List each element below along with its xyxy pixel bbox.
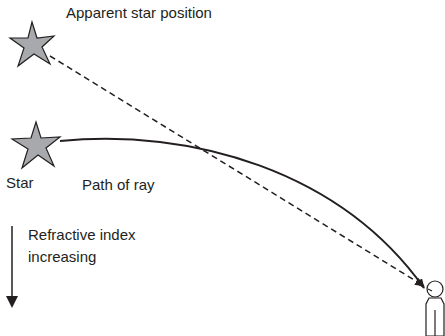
apparent-star bbox=[10, 22, 54, 66]
index-arrow bbox=[11, 226, 13, 298]
ray-path bbox=[60, 139, 424, 288]
star-label: Star bbox=[6, 172, 34, 194]
star-label: Apparent star position bbox=[66, 2, 212, 24]
observer bbox=[426, 281, 444, 336]
path-label: Path of ray bbox=[82, 174, 155, 196]
star-shape bbox=[12, 122, 60, 168]
index-label: Refractive index increasing bbox=[28, 224, 148, 268]
apparent-line bbox=[50, 56, 424, 286]
index-arrowhead bbox=[6, 296, 18, 308]
